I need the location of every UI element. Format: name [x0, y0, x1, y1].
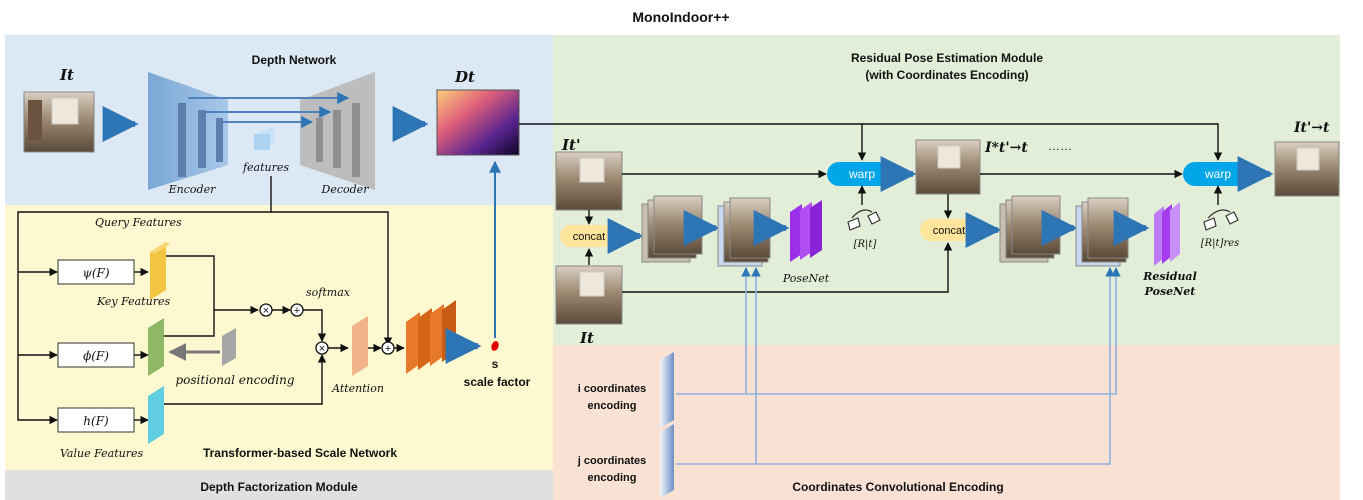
k-to-mult: [164, 310, 215, 337]
j-coords-plate: [660, 424, 674, 498]
depth-network-label: Depth Network: [252, 53, 337, 67]
scale-factor-label: scale factor: [464, 375, 531, 389]
posenet: [790, 200, 822, 262]
output-image-label: It'→t: [1293, 120, 1330, 136]
value-features-label: Value Features: [60, 447, 143, 460]
psi-label: ψ(F): [82, 266, 109, 280]
softmax-label: softmax: [306, 286, 351, 299]
s-label: s: [492, 357, 499, 371]
encoder: [148, 72, 228, 190]
coords-region: [553, 345, 1340, 500]
h-label: h(F): [83, 414, 109, 428]
depth-map: [436, 89, 520, 156]
depth-to-warp2: [862, 123, 1223, 161]
query-features-label: Query Features: [95, 216, 182, 229]
posenet-label: PoseNet: [782, 272, 830, 285]
i-coords-label-2: encoding: [588, 400, 637, 412]
features-label: features: [242, 161, 289, 174]
scale-dot: [491, 341, 499, 351]
coords-connections: [676, 267, 1121, 465]
decoder-label: Decoder: [321, 183, 370, 196]
it-label: It: [579, 329, 594, 347]
depth-factorization-label: Depth Factorization Module: [200, 480, 358, 494]
transformer-scale-label: Transformer-based Scale Network: [203, 446, 397, 460]
it-to-concat2: [622, 242, 953, 293]
image-stack-3: [999, 195, 1061, 263]
psi-box: [57, 259, 135, 285]
depth-factorization-footer: [5, 470, 553, 500]
v-to-mult2: [164, 354, 327, 405]
concat-2-label: concat: [933, 225, 965, 237]
i-coords-plate: [660, 352, 674, 428]
softmax-symbol: +: [294, 305, 300, 317]
concat-2: [920, 219, 978, 241]
dots: ……: [1048, 139, 1072, 153]
image-stack-1: [641, 195, 703, 263]
residual-label: Residual: [1142, 270, 1197, 283]
input-image-label: It: [59, 66, 74, 84]
features-to-network-line: [17, 176, 272, 425]
it-image: [555, 265, 623, 325]
input-image: [23, 91, 95, 153]
image-stack-2: [717, 197, 771, 267]
concat-1-label: concat: [573, 231, 605, 243]
depth-map-label: Dt: [454, 68, 475, 86]
value-plate: [148, 386, 164, 444]
encoder-label: Encoder: [168, 183, 216, 196]
warped-image-1: [915, 139, 981, 195]
image-stack-4: [1075, 197, 1129, 267]
residual-add-symbol: +: [385, 343, 391, 355]
residual-posenet: [1154, 202, 1180, 266]
warp-2: [1183, 162, 1253, 186]
title: MonoIndoor++: [632, 9, 729, 25]
matmul-2-symbol: ×: [319, 343, 325, 355]
features-to-attention-line: [271, 211, 393, 346]
key-features-label: Key Features: [96, 295, 171, 308]
pose-rt-label: [R|t]: [854, 239, 877, 250]
j-coords-label-2: encoding: [588, 472, 637, 484]
residual-pose-sublabel: (with Coordinates Encoding): [865, 68, 1028, 82]
pose-camera-icon: [847, 209, 881, 231]
coords-conv-label: Coordinates Convolutional Encoding: [792, 480, 1003, 494]
i-coords-label-1: i coordinates: [578, 383, 646, 395]
positional-encoding-label: positional encoding: [175, 373, 294, 387]
phi-label: ϕ(F): [83, 349, 109, 363]
warp-1: [827, 162, 897, 186]
encoder-layers: [178, 103, 223, 177]
residual-pose-camera-icon: [1203, 209, 1239, 231]
positional-encoding-plate: [222, 328, 236, 366]
residual-rt-label: [R|t]res: [1201, 238, 1240, 249]
query-plate: [150, 242, 170, 300]
concat-1: [560, 225, 618, 247]
features-cube: [254, 128, 274, 150]
h-box: [57, 407, 135, 433]
q-to-mult: [166, 255, 259, 315]
softmax-to-mult2: [303, 309, 327, 342]
attention-label: Attention: [331, 382, 384, 395]
it-prime-image: [555, 151, 623, 211]
decoder-layers: [316, 103, 360, 177]
key-plate: [148, 318, 164, 376]
output-image: [1274, 141, 1340, 197]
j-coords-label-1: j coordinates: [577, 455, 646, 467]
matmul-1-symbol: ×: [263, 305, 269, 317]
residual-pose-label: Residual Pose Estimation Module: [851, 51, 1043, 65]
it-prime-label: It': [561, 136, 581, 154]
attention-plate: [352, 316, 368, 376]
warp-2-label: warp: [1204, 167, 1231, 181]
warp-1-label: warp: [848, 167, 875, 181]
warped-image-1-label: I*t'→t: [984, 140, 1028, 156]
residual-posenet-label: PoseNet: [1144, 285, 1196, 298]
skip-connections: [188, 92, 350, 128]
